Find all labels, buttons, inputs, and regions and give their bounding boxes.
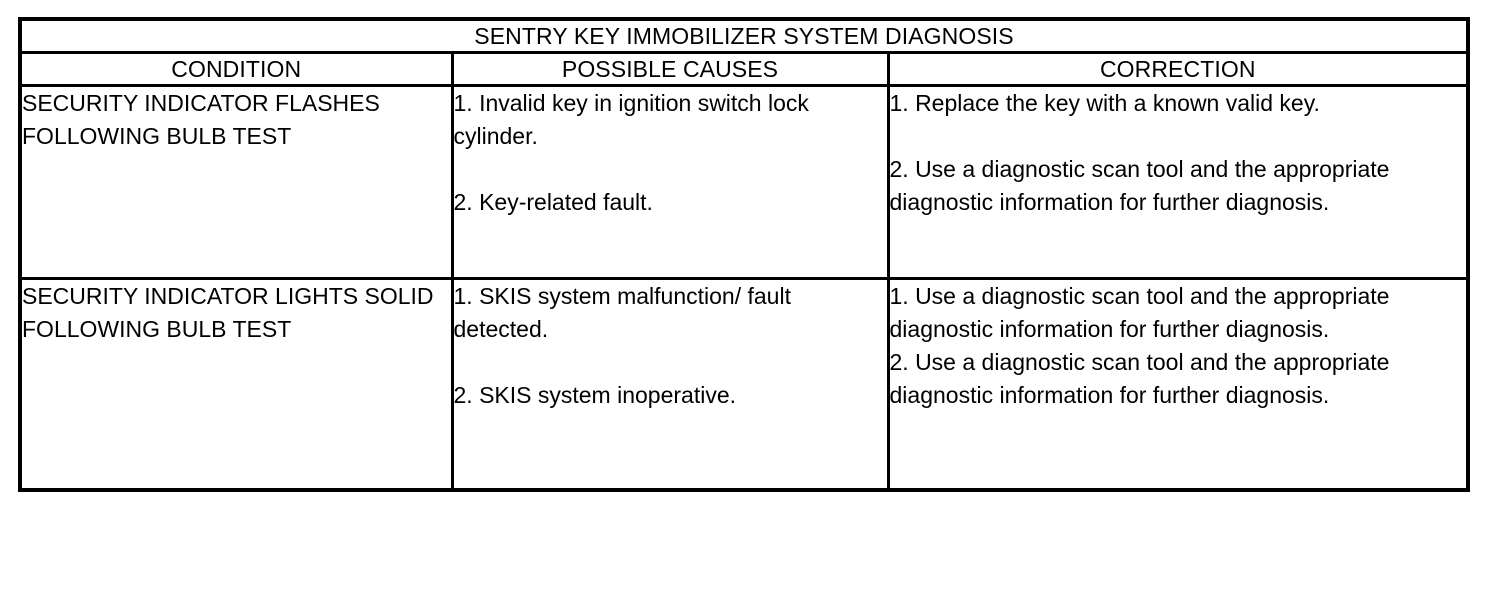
cause-item: 1. Invalid key in ignition switch lock c… xyxy=(453,90,816,149)
correction-cell: 1. Replace the key with a known valid ke… xyxy=(886,84,1468,280)
condition-text: SECURITY INDICATOR LIGHTS SOLID FOLLOWIN… xyxy=(22,283,440,342)
column-header-condition: CONDITION xyxy=(20,51,454,87)
cause-item: 1. SKIS system malfunction/ fault detect… xyxy=(453,283,798,342)
table-row: SECURITY INDICATOR LIGHTS SOLID FOLLOWIN… xyxy=(20,277,1468,490)
correction-item: 2. Use a diagnostic scan tool and the ap… xyxy=(889,156,1396,215)
possible-causes-cell: 1. SKIS system malfunction/ fault detect… xyxy=(450,277,890,490)
table-header-row: CONDITION POSSIBLE CAUSES CORRECTION xyxy=(20,51,1468,87)
condition-cell: SECURITY INDICATOR FLASHES FOLLOWING BUL… xyxy=(20,84,454,280)
diagnosis-table: SENTRY KEY IMMOBILIZER SYSTEM DIAGNOSIS … xyxy=(18,17,1470,492)
table-title-row: SENTRY KEY IMMOBILIZER SYSTEM DIAGNOSIS xyxy=(20,17,1468,54)
condition-text: SECURITY INDICATOR FLASHES FOLLOWING BUL… xyxy=(22,90,387,149)
correction-item: 1. Replace the key with a known valid ke… xyxy=(889,90,1320,116)
column-header-possible-causes: POSSIBLE CAUSES xyxy=(450,51,890,87)
condition-cell: SECURITY INDICATOR LIGHTS SOLID FOLLOWIN… xyxy=(20,277,454,490)
table-title: SENTRY KEY IMMOBILIZER SYSTEM DIAGNOSIS xyxy=(20,17,1468,54)
column-header-correction: CORRECTION xyxy=(886,51,1468,87)
table-row: SECURITY INDICATOR FLASHES FOLLOWING BUL… xyxy=(20,84,1468,280)
cause-item: 2. Key-related fault. xyxy=(453,189,653,215)
correction-item: 1. Use a diagnostic scan tool and the ap… xyxy=(889,283,1396,342)
possible-causes-cell: 1. Invalid key in ignition switch lock c… xyxy=(450,84,890,280)
correction-cell: 1. Use a diagnostic scan tool and the ap… xyxy=(886,277,1468,490)
cause-item: 2. SKIS system inoperative. xyxy=(453,382,737,408)
correction-item: 2. Use a diagnostic scan tool and the ap… xyxy=(889,349,1396,408)
